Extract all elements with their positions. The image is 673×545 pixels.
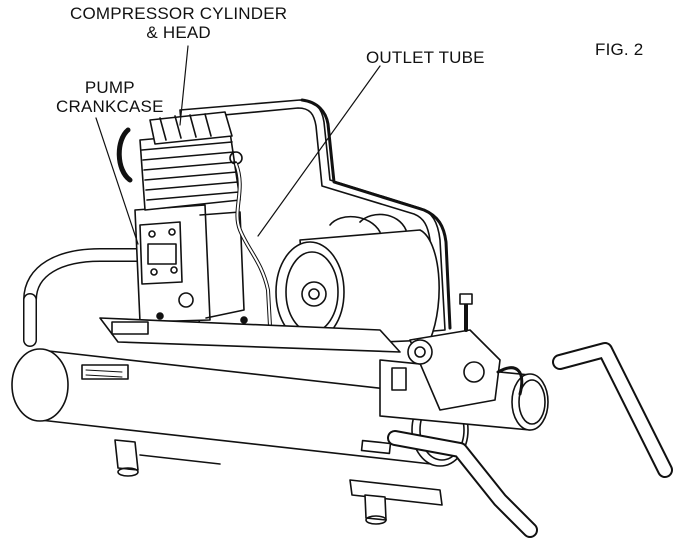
leader-outlet (257, 65, 381, 237)
front-handle (387, 342, 673, 538)
feet (114, 439, 443, 525)
leader-compressor (179, 45, 189, 126)
plate-label (111, 321, 149, 335)
figure-number: FIG. 2 (595, 40, 644, 59)
label-pump-line2: CRANKCASE (56, 97, 164, 116)
controls-manifold (391, 293, 524, 411)
label-pump-line1: PUMP (84, 78, 135, 97)
shroud-inner (191, 107, 435, 325)
tank-decal (81, 364, 129, 380)
label-outlet-tube: OUTLET TUBE (366, 48, 485, 67)
compressor-cylinder-head (116, 111, 243, 211)
label-pump-crankcase: PUMP CRANKCASE (56, 78, 164, 116)
shroud-edge (300, 98, 452, 330)
leader-pump (95, 117, 139, 245)
tank-label (360, 439, 392, 455)
label-compressor-cylinder-head: COMPRESSOR CYLINDER & HEAD (70, 4, 287, 42)
label-compressor-line1: COMPRESSOR CYLINDER (70, 4, 288, 23)
label-compressor-line2: & HEAD (146, 23, 211, 42)
rear-handle (23, 248, 147, 347)
leader-lines (95, 45, 381, 245)
